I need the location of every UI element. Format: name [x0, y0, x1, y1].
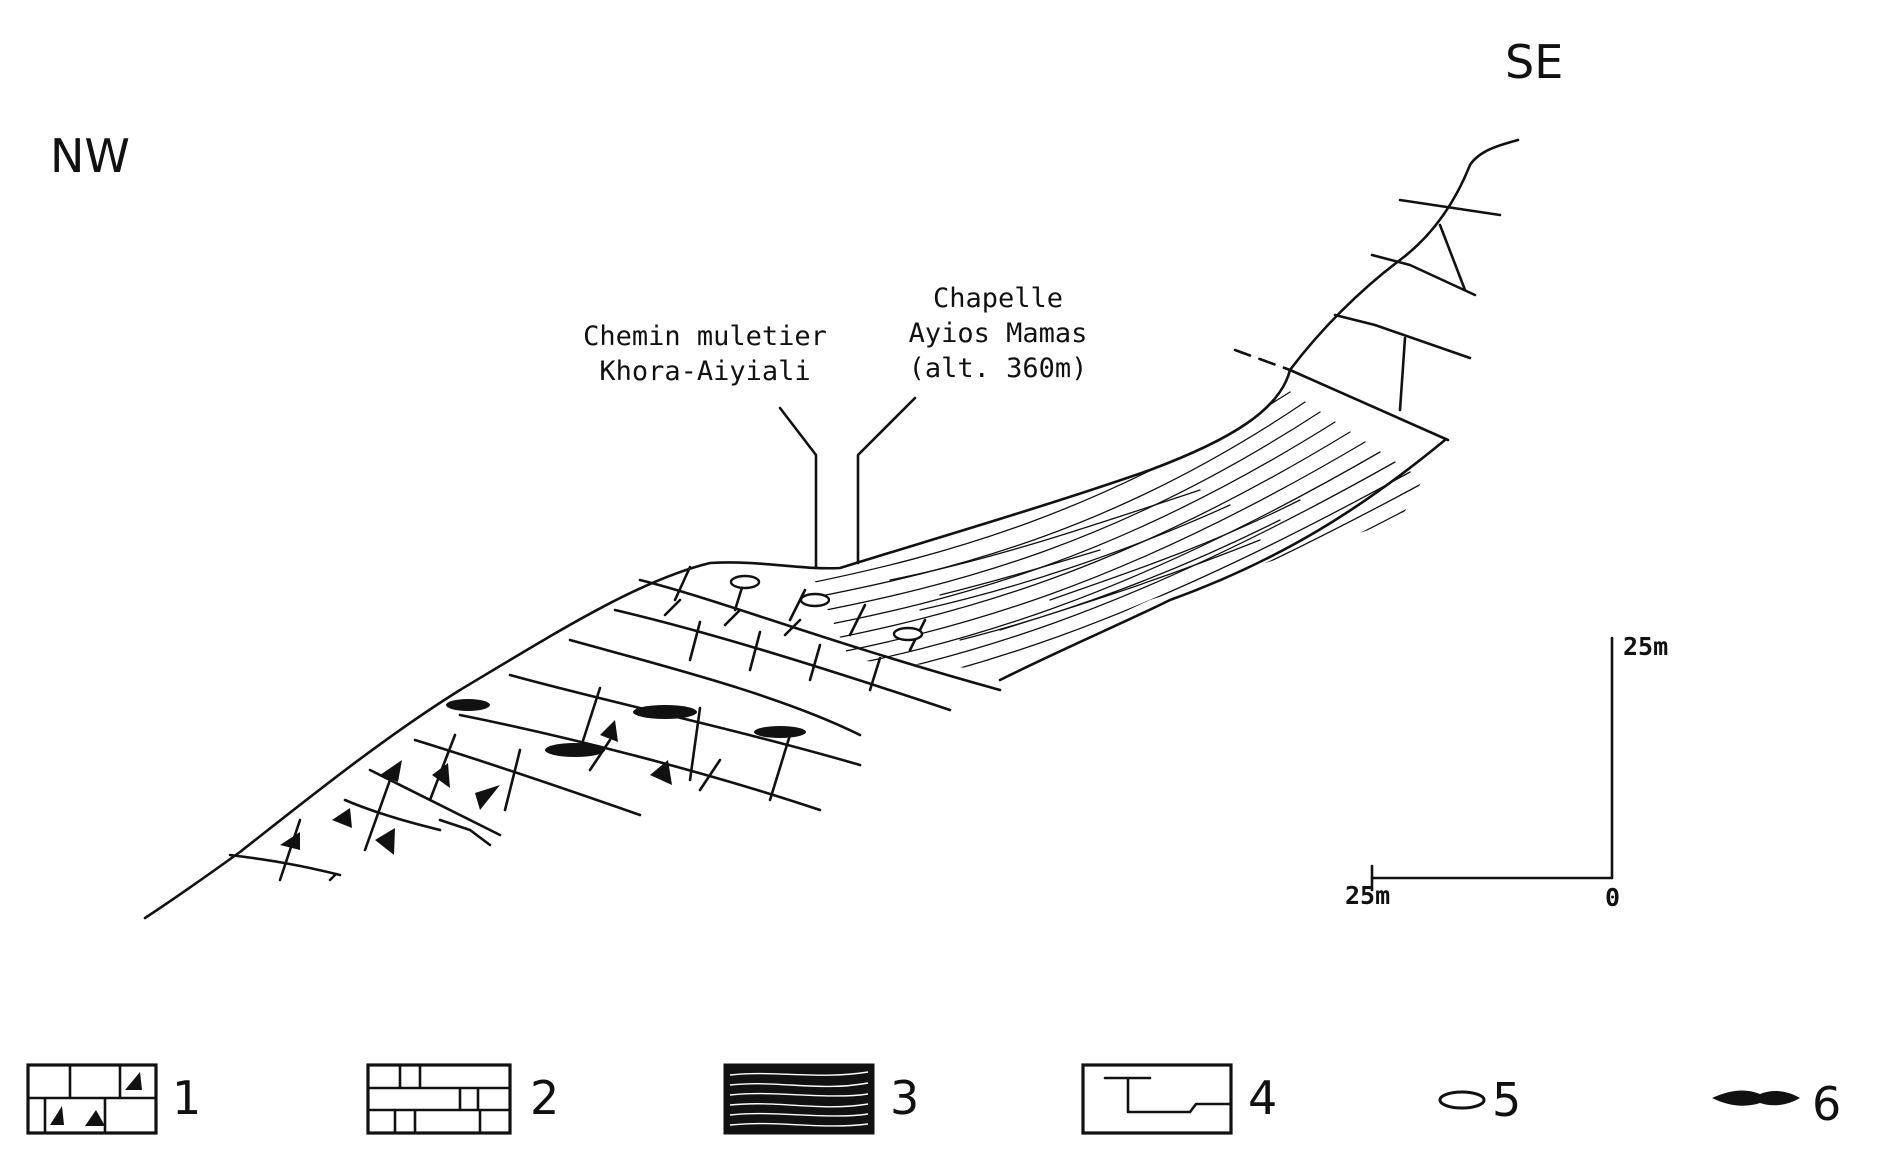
schist-unit	[810, 391, 1445, 670]
scale-origin-label: 0	[1605, 883, 1620, 912]
nw-label: NW	[50, 129, 130, 183]
schist-lower-boundary	[998, 438, 1447, 682]
path-label-line2: Khora-Aiyiali	[599, 356, 810, 387]
chapel-label-line1: Chapelle	[933, 283, 1063, 314]
chapel-label-line2: Ayios Mamas	[909, 318, 1088, 349]
black-lens-symbol	[446, 699, 490, 711]
breccia-fragment	[375, 828, 395, 855]
breccia-fragment	[432, 763, 450, 788]
legend-item-black-lens: 6	[1712, 1077, 1841, 1131]
scale-vertical-label: 25m	[1623, 632, 1668, 661]
scale-horizontal-label: 25m	[1345, 881, 1390, 910]
path-leader-line	[778, 406, 818, 570]
breccia-fragment	[380, 760, 402, 782]
breccia-unit	[228, 720, 672, 882]
legend-item-schist: 3	[723, 1063, 919, 1135]
legend-number-6: 6	[1812, 1077, 1841, 1131]
legend-number-5: 5	[1492, 1073, 1521, 1127]
black-lens-symbol	[633, 705, 697, 719]
scale-bar: 25m 25m 0	[1345, 632, 1668, 912]
breccia-fragment	[332, 808, 352, 828]
legend-number-3: 3	[890, 1071, 919, 1125]
legend-item-massive-limestone: 4	[1081, 1063, 1277, 1135]
terrain-profile	[143, 138, 1520, 920]
legend-number-2: 2	[530, 1071, 559, 1125]
bedded-limestone-unit	[568, 565, 1002, 737]
legend-number-1: 1	[172, 1071, 201, 1125]
lens-symbol	[892, 626, 924, 642]
contact-dashed-line	[1233, 348, 1292, 372]
path-label-line1: Chemin muletier	[583, 321, 827, 352]
breccia-fragment	[280, 832, 300, 850]
black-lens-symbol	[545, 743, 605, 757]
breccia-fragment	[475, 785, 500, 810]
black-lens-symbol	[754, 726, 806, 738]
massive-limestone-unit	[1288, 198, 1502, 442]
breccia-fragment	[600, 720, 618, 742]
legend-item-bedded-limestone: 2	[366, 1063, 559, 1135]
legend-number-4: 4	[1248, 1071, 1277, 1125]
legend-item-lens: 5	[1438, 1073, 1521, 1127]
legend-item-breccia: 1	[26, 1063, 201, 1135]
lens-symbol	[799, 592, 831, 608]
se-label: SE	[1505, 35, 1563, 89]
black-lens-zone	[446, 673, 862, 812]
lens-symbol	[729, 574, 761, 590]
breccia-fragment	[650, 760, 672, 785]
legend: 1 2 3 4 5 6	[26, 1063, 1841, 1135]
chapel-label-line3: (alt. 360m)	[909, 353, 1088, 384]
chapel-leader-line	[856, 396, 917, 565]
